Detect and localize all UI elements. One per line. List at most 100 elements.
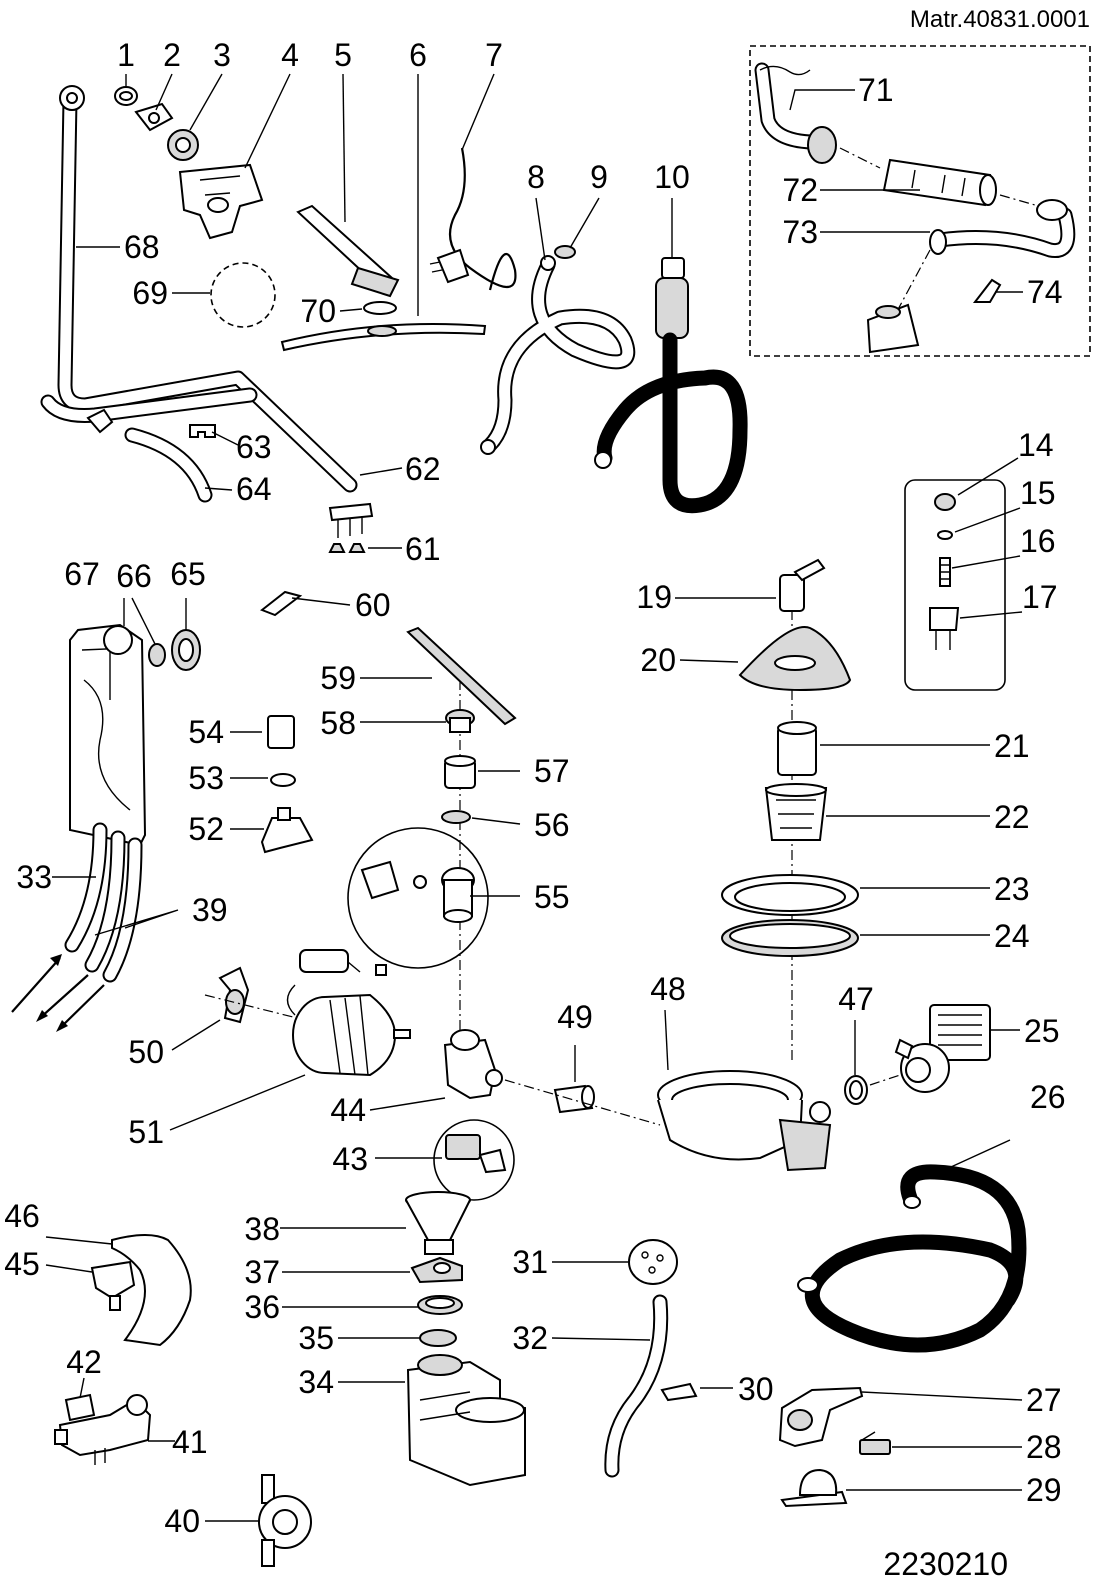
label-66: 66 <box>116 558 152 594</box>
part-21-micro-filter <box>777 721 817 776</box>
part-16-screw <box>939 557 951 587</box>
label-17: 17 <box>1022 579 1058 615</box>
part-41-inlet-valve <box>54 1394 152 1465</box>
label-45: 45 <box>4 1246 40 1282</box>
flow-arrows <box>11 954 105 1032</box>
label-53: 53 <box>188 760 224 796</box>
part-42-connector <box>64 1393 96 1422</box>
label-19: 19 <box>636 579 672 615</box>
part-19-cap <box>779 558 826 612</box>
label-15: 15 <box>1020 475 1056 511</box>
part-7-power-cable <box>429 147 517 291</box>
label-36: 36 <box>244 1289 280 1325</box>
part-37-cap <box>410 1256 463 1284</box>
part-30-clip <box>660 1382 698 1402</box>
part-number-labels: 1 2 3 4 5 6 7 8 9 10 71 72 73 74 68 69 7… <box>4 37 1065 1539</box>
part-28-microswitch <box>859 1431 891 1455</box>
part-70-washer <box>363 301 397 315</box>
label-43: 43 <box>332 1141 368 1177</box>
part-66-ring <box>148 643 166 667</box>
part-61-caps <box>328 543 366 553</box>
label-55: 55 <box>534 879 570 915</box>
label-8: 8 <box>527 159 545 195</box>
label-67: 67 <box>64 556 100 592</box>
part-35-seal <box>419 1329 457 1347</box>
part-47-seal-ring <box>844 1075 868 1105</box>
part-59-upper-spray-arm <box>406 626 517 726</box>
part-14-cap <box>934 493 956 511</box>
label-4: 4 <box>281 37 299 73</box>
label-40: 40 <box>164 1503 200 1539</box>
label-10: 10 <box>654 159 690 195</box>
part-6-lower-spray-arm <box>280 323 487 352</box>
label-69: 69 <box>132 275 168 311</box>
part-57-connector <box>444 755 476 789</box>
part-26-drain-hose <box>797 1164 1027 1353</box>
label-35: 35 <box>298 1320 334 1356</box>
part-58-nut <box>445 709 475 733</box>
label-9: 9 <box>590 159 608 195</box>
part-15-washer <box>937 530 953 540</box>
label-27: 27 <box>1026 1382 1062 1418</box>
label-58: 58 <box>320 705 356 741</box>
part-1-ring <box>114 86 138 106</box>
label-57: 57 <box>534 753 570 789</box>
label-50: 50 <box>128 1034 164 1070</box>
inset-frame-drain-hose <box>749 45 1091 357</box>
label-62: 62 <box>405 451 441 487</box>
label-30: 30 <box>738 1371 774 1407</box>
part-36-nut <box>417 1295 463 1315</box>
label-64: 64 <box>236 471 272 507</box>
part-48-sump <box>657 1070 832 1172</box>
label-42: 42 <box>66 1344 102 1380</box>
part-60-clip <box>259 590 303 617</box>
drain-outlet-part <box>866 303 920 354</box>
label-22: 22 <box>994 799 1030 835</box>
label-7: 7 <box>485 37 503 73</box>
label-44: 44 <box>330 1092 366 1128</box>
part-17-clip <box>929 607 960 650</box>
part-3-fitting <box>167 129 199 161</box>
drawing-number: 2230210 <box>883 1546 1008 1582</box>
label-24: 24 <box>994 918 1030 954</box>
part-65-cap <box>171 629 201 671</box>
label-47: 47 <box>838 981 874 1017</box>
label-5: 5 <box>334 37 352 73</box>
label-37: 37 <box>244 1254 280 1290</box>
part-2-nut <box>134 102 174 132</box>
label-3: 3 <box>213 37 231 73</box>
label-51: 51 <box>128 1114 164 1150</box>
label-59: 59 <box>320 660 356 696</box>
part-51-motor <box>286 949 411 1077</box>
label-46: 46 <box>4 1198 40 1234</box>
material-code: Matr.40831.0001 <box>910 6 1090 33</box>
part-8-inlet-hose <box>480 255 636 455</box>
part-33-hoses <box>64 822 143 983</box>
label-2: 2 <box>163 37 181 73</box>
part-22-mesh-filter <box>764 783 828 841</box>
part-64-hose-piece <box>124 427 213 503</box>
part-56-ring <box>441 810 471 824</box>
label-74: 74 <box>1027 274 1063 310</box>
part-49-sleeve <box>553 1084 595 1114</box>
part-27-float-housing <box>778 1386 864 1448</box>
part-74-bracket <box>972 278 1002 303</box>
label-70: 70 <box>300 293 336 329</box>
label-60: 60 <box>355 587 391 623</box>
label-39: 39 <box>192 892 228 928</box>
part-34-salt-container <box>406 1354 526 1487</box>
label-41: 41 <box>172 1424 208 1460</box>
label-16: 16 <box>1020 523 1056 559</box>
part-25-drain-pump <box>894 1004 991 1093</box>
label-38: 38 <box>244 1211 280 1247</box>
label-31: 31 <box>512 1244 548 1280</box>
label-32: 32 <box>512 1320 548 1356</box>
part-20-plate <box>738 626 852 692</box>
part-40-flowmeter <box>258 1474 312 1567</box>
label-56: 56 <box>534 807 570 843</box>
part-50-bracket <box>218 966 250 1024</box>
part-10-safety-hose <box>594 257 748 514</box>
part-71-hose-end <box>754 62 837 164</box>
label-65: 65 <box>170 556 206 592</box>
